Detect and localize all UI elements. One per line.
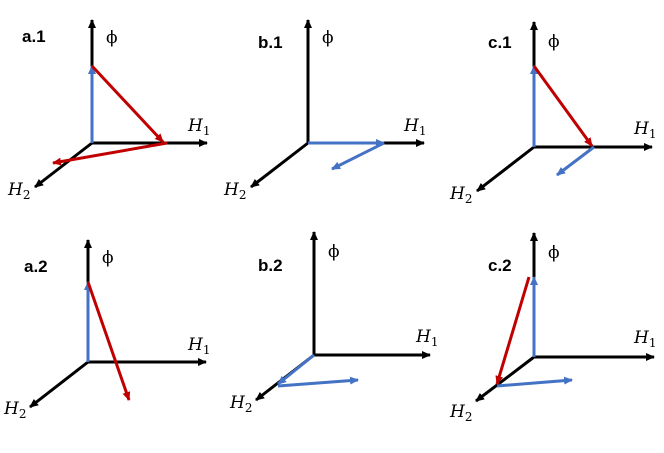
h2-axis-label: H2 bbox=[223, 180, 246, 202]
h1-axis-label: H1 bbox=[633, 328, 656, 350]
panel-label-b1: b.1 bbox=[258, 33, 283, 52]
h2-axis bbox=[475, 355, 535, 403]
panel-label-c1: c.1 bbox=[488, 33, 512, 52]
blue-vector bbox=[556, 145, 595, 177]
h2-axis bbox=[250, 141, 309, 189]
red-vector bbox=[532, 65, 594, 147]
h2-axis-label: H2 bbox=[229, 393, 252, 415]
panel-label-c2: c.2 bbox=[488, 256, 512, 275]
h2-axis-label: H2 bbox=[7, 180, 30, 202]
h1-axis-label: H1 bbox=[403, 116, 426, 138]
phi-axis-label: ϕ bbox=[548, 243, 560, 263]
panel-c1: c.1 ϕ H1 H2 bbox=[449, 21, 656, 206]
h1-axis-label: H1 bbox=[415, 327, 438, 349]
panel-label-a1: a.1 bbox=[22, 27, 46, 46]
panel-a1: a.1 ϕ H1 H2 bbox=[7, 19, 210, 202]
h2-axis bbox=[476, 145, 535, 193]
h1-axis-label: H1 bbox=[187, 116, 210, 138]
red-vector bbox=[90, 64, 165, 144]
h2-axis-label: H2 bbox=[449, 184, 472, 206]
blue-vector bbox=[496, 376, 573, 388]
blue-vector bbox=[331, 141, 385, 171]
h2-axis-label: H2 bbox=[449, 402, 472, 424]
panel-b2: b.2 ϕ H1 H2 bbox=[229, 231, 438, 415]
h2-axis-label: H2 bbox=[3, 399, 26, 421]
h1-axis-label: H1 bbox=[187, 335, 210, 357]
h2-axis bbox=[34, 141, 93, 189]
panel-c2: c.2 ϕ H1 H2 bbox=[449, 232, 656, 424]
phi-axis-label: ϕ bbox=[102, 248, 114, 268]
h1-axis-label: H1 bbox=[633, 119, 656, 141]
panel-label-a2: a.2 bbox=[24, 257, 48, 276]
phi-axis-label: ϕ bbox=[328, 242, 340, 262]
red-vector bbox=[86, 281, 131, 401]
red-vector bbox=[495, 276, 531, 385]
blue-vector bbox=[277, 353, 315, 386]
blue-vector bbox=[277, 376, 359, 388]
panel-label-b2: b.2 bbox=[258, 256, 283, 275]
panel-a2: a.2 ϕ H1 H2 bbox=[3, 239, 210, 421]
panel-b1: b.1 ϕ H1 H2 bbox=[223, 19, 426, 202]
h2-axis bbox=[29, 360, 89, 409]
phi-axis-label: ϕ bbox=[106, 28, 118, 48]
phi-axis-label: ϕ bbox=[548, 32, 560, 52]
phi-axis-label: ϕ bbox=[322, 28, 334, 48]
red-vector bbox=[52, 141, 168, 166]
